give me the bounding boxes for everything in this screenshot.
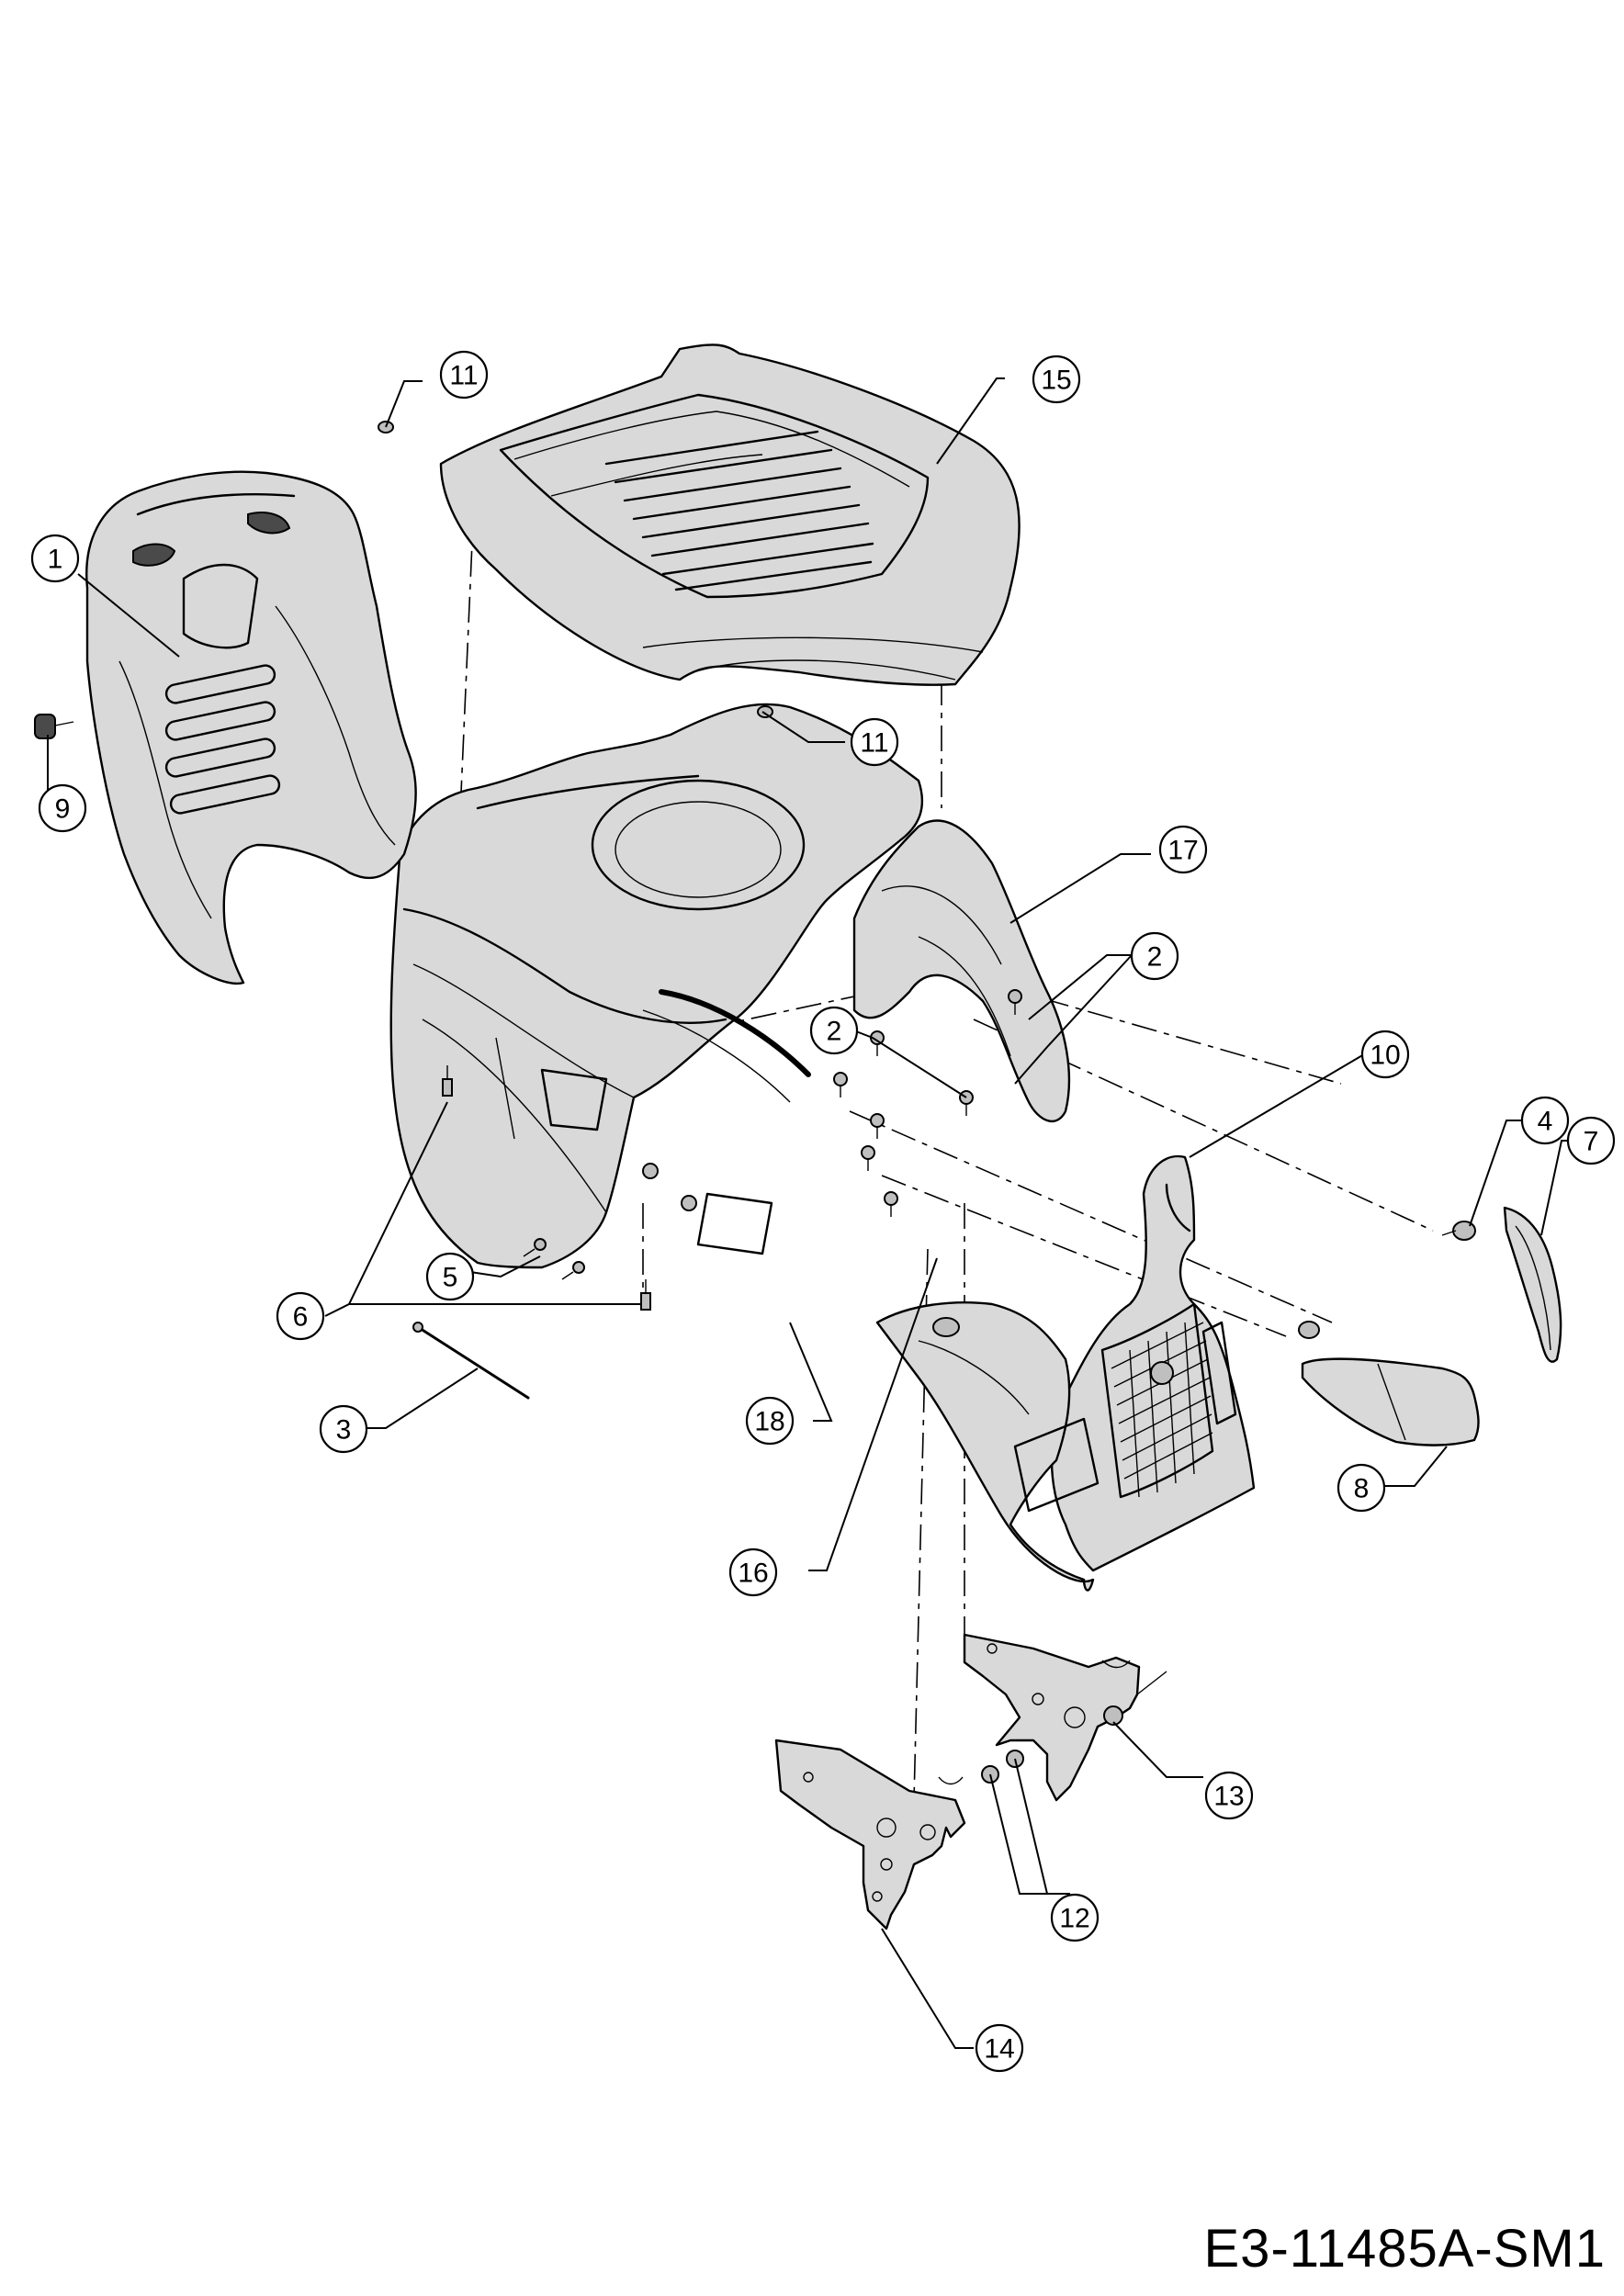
headlight-lens-left-part: [1301, 1357, 1480, 1446]
hood-top-part: [439, 343, 1021, 686]
fasteners: [378, 421, 1022, 1311]
callout-14: 14: [975, 2023, 1024, 2073]
callout-1: 1: [30, 534, 80, 583]
svg-text:16: 16: [738, 1559, 768, 1589]
grille-front-part: [1050, 1154, 1256, 1572]
screw: [884, 1191, 898, 1217]
fender-slots: [164, 664, 281, 815]
callout-11-mid: 11: [850, 717, 899, 767]
callout-2-lower: 2: [809, 1006, 859, 1055]
clip: [757, 705, 773, 718]
cap-part: [34, 714, 74, 739]
callout-4: 4: [1520, 1096, 1570, 1145]
hinge-bracket-right-part: [963, 1633, 1167, 1802]
callout-2-upper: 2: [1130, 931, 1179, 981]
svg-text:4: 4: [1538, 1107, 1553, 1137]
screw: [561, 1261, 585, 1280]
callout-16: 16: [728, 1548, 778, 1597]
rear-fender-liner-part: [85, 470, 417, 985]
drawing-number: E3-11485A-SM1: [1203, 2219, 1606, 2279]
callout-8: 8: [1336, 1463, 1386, 1513]
callout-11-top: 11: [439, 350, 489, 400]
headlight-lens-right-part: [1503, 1206, 1562, 1363]
svg-text:1: 1: [48, 545, 63, 575]
svg-text:6: 6: [293, 1302, 309, 1333]
callout-18: 18: [745, 1396, 795, 1446]
callouts: 1 2 2 3 4 5 6 7 8 9 10 11 11 12 13 14 15…: [30, 350, 1616, 2073]
callout-7: 7: [1566, 1116, 1616, 1165]
svg-text:9: 9: [55, 794, 71, 825]
callout-10: 10: [1360, 1030, 1410, 1079]
svg-text:15: 15: [1041, 366, 1071, 396]
hood-side-trim-part: [852, 819, 1071, 1122]
callout-17: 17: [1158, 825, 1208, 874]
headlight-bulb-part: [1298, 1221, 1476, 1339]
svg-text:11: 11: [860, 728, 888, 759]
callout-5: 5: [425, 1252, 475, 1301]
hood-vent-slots: [604, 430, 874, 591]
screw: [870, 1030, 885, 1056]
screw: [861, 1145, 875, 1171]
screw: [1008, 989, 1022, 1015]
push-rivet: [442, 1065, 453, 1097]
svg-text:12: 12: [1059, 1904, 1089, 1934]
callout-9: 9: [38, 783, 87, 833]
screw: [833, 1072, 848, 1097]
screw: [870, 1113, 885, 1139]
callout-13: 13: [1204, 1771, 1254, 1820]
svg-text:2: 2: [827, 1017, 842, 1047]
callout-12: 12: [1050, 1893, 1100, 1942]
callout-15: 15: [1032, 355, 1081, 404]
cable-tie-part: [412, 1322, 530, 1400]
svg-text:17: 17: [1167, 836, 1198, 866]
svg-text:10: 10: [1370, 1041, 1400, 1071]
push-rivet: [640, 1279, 651, 1311]
svg-text:11: 11: [449, 361, 478, 391]
svg-text:5: 5: [443, 1263, 458, 1293]
svg-text:18: 18: [754, 1407, 784, 1437]
svg-text:13: 13: [1213, 1782, 1244, 1812]
svg-text:3: 3: [336, 1415, 352, 1446]
svg-text:14: 14: [984, 2034, 1014, 2065]
callout-6: 6: [276, 1291, 325, 1341]
grille-mesh: [1111, 1322, 1213, 1498]
hinge-bracket-left-part: [774, 1739, 966, 1930]
hood-body-part: [389, 703, 924, 1269]
svg-text:2: 2: [1147, 942, 1163, 973]
svg-text:7: 7: [1584, 1127, 1599, 1157]
lower-grille-panel-part: [875, 1301, 1100, 1592]
leader-lines: [47, 377, 1569, 2049]
screw: [523, 1238, 547, 1257]
callout-3: 3: [319, 1404, 368, 1454]
svg-text:8: 8: [1354, 1474, 1370, 1504]
